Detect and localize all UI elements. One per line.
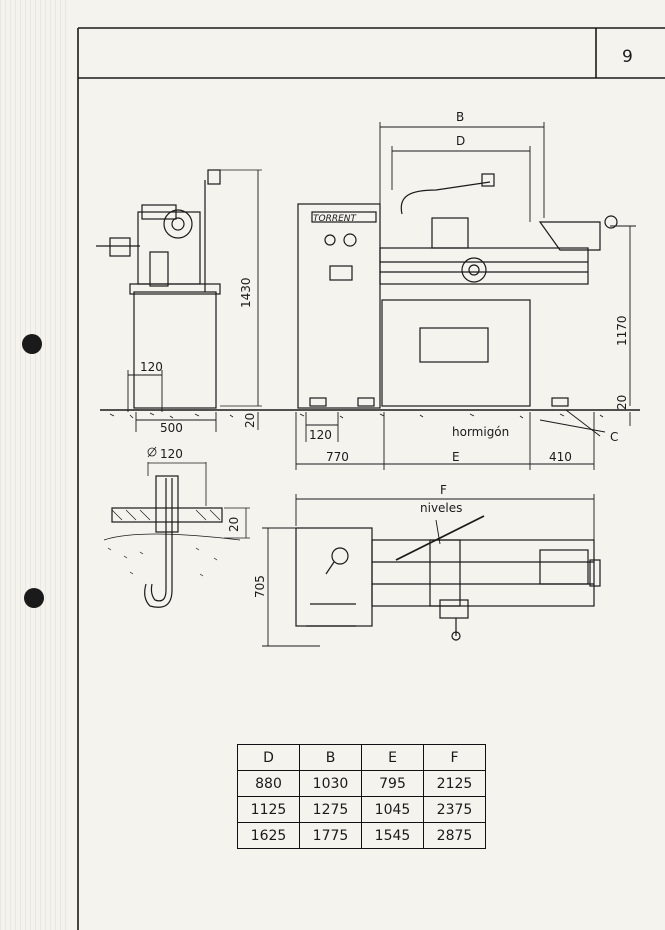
dimension-table: D B E F 880 1030 795 2125 1125 1275 1045… <box>237 744 486 849</box>
front-view-lathe <box>297 173 618 409</box>
dim-height-total: 1430 <box>239 277 253 308</box>
punch-hole-top <box>22 334 42 354</box>
table-row: 1125 1275 1045 2375 <box>237 796 486 823</box>
table-cell: 795 <box>361 770 424 797</box>
side-view-lathe <box>96 169 262 409</box>
dim-d: D <box>456 134 465 148</box>
dim-bolt-depth: 20 <box>227 517 241 532</box>
table-cell: 1625 <box>237 822 300 849</box>
table-cell: 880 <box>237 770 300 797</box>
dim-bolt-width: 120 <box>160 447 183 461</box>
dim-height-spindle: 1170 <box>615 315 629 346</box>
dim-b: B <box>456 110 464 124</box>
table-cell: 2125 <box>423 770 486 797</box>
table-cell: 1545 <box>361 822 424 849</box>
plan-view-dimensions <box>262 494 595 647</box>
dim-plan-depth: 705 <box>253 575 267 598</box>
dim-base-offset-right: 20 <box>615 395 629 410</box>
punch-hole-bottom <box>24 588 44 608</box>
table-cell: 2375 <box>423 796 486 823</box>
table-cell: 1030 <box>299 770 362 797</box>
table-header-cell: E <box>361 744 424 771</box>
scan-margin-texture <box>0 0 70 930</box>
table-cell: 1125 <box>237 796 300 823</box>
brand-plate: TORRENT <box>313 214 358 224</box>
dim-base-offset-left: 20 <box>243 413 257 428</box>
table-row: 1625 1775 1545 2875 <box>237 822 486 849</box>
table-header-row: D B E F <box>237 744 486 771</box>
table-header-cell: D <box>237 744 300 771</box>
dim-e: E <box>452 450 460 464</box>
dim-anchor-spacing-side: 120 <box>140 360 163 374</box>
anchor-bolt-detail <box>103 446 250 608</box>
levels-label: niveles <box>420 501 462 515</box>
floor-line <box>100 409 640 419</box>
table-row: 880 1030 795 2125 <box>237 770 486 797</box>
table-cell: 2875 <box>423 822 486 849</box>
table-header-cell: B <box>299 744 362 771</box>
table-cell: 1275 <box>299 796 362 823</box>
dim-length-left: 770 <box>326 450 349 464</box>
sheet-frame <box>77 27 665 930</box>
plan-view-lathe <box>295 515 601 641</box>
dim-c: C <box>610 430 618 444</box>
dim-length-right: 410 <box>549 450 572 464</box>
dim-anchor-spacing-front: 120 <box>309 428 332 442</box>
front-view-dimensions <box>295 122 636 470</box>
table-cell: 1045 <box>361 796 424 823</box>
foundation-label: hormigón <box>452 425 509 439</box>
table-header-cell: F <box>423 744 486 771</box>
page-number: 9 <box>622 47 633 67</box>
dim-base-width-side: 500 <box>160 421 183 435</box>
dim-f: F <box>440 483 447 497</box>
side-view-dimensions <box>127 170 259 432</box>
table-cell: 1775 <box>299 822 362 849</box>
